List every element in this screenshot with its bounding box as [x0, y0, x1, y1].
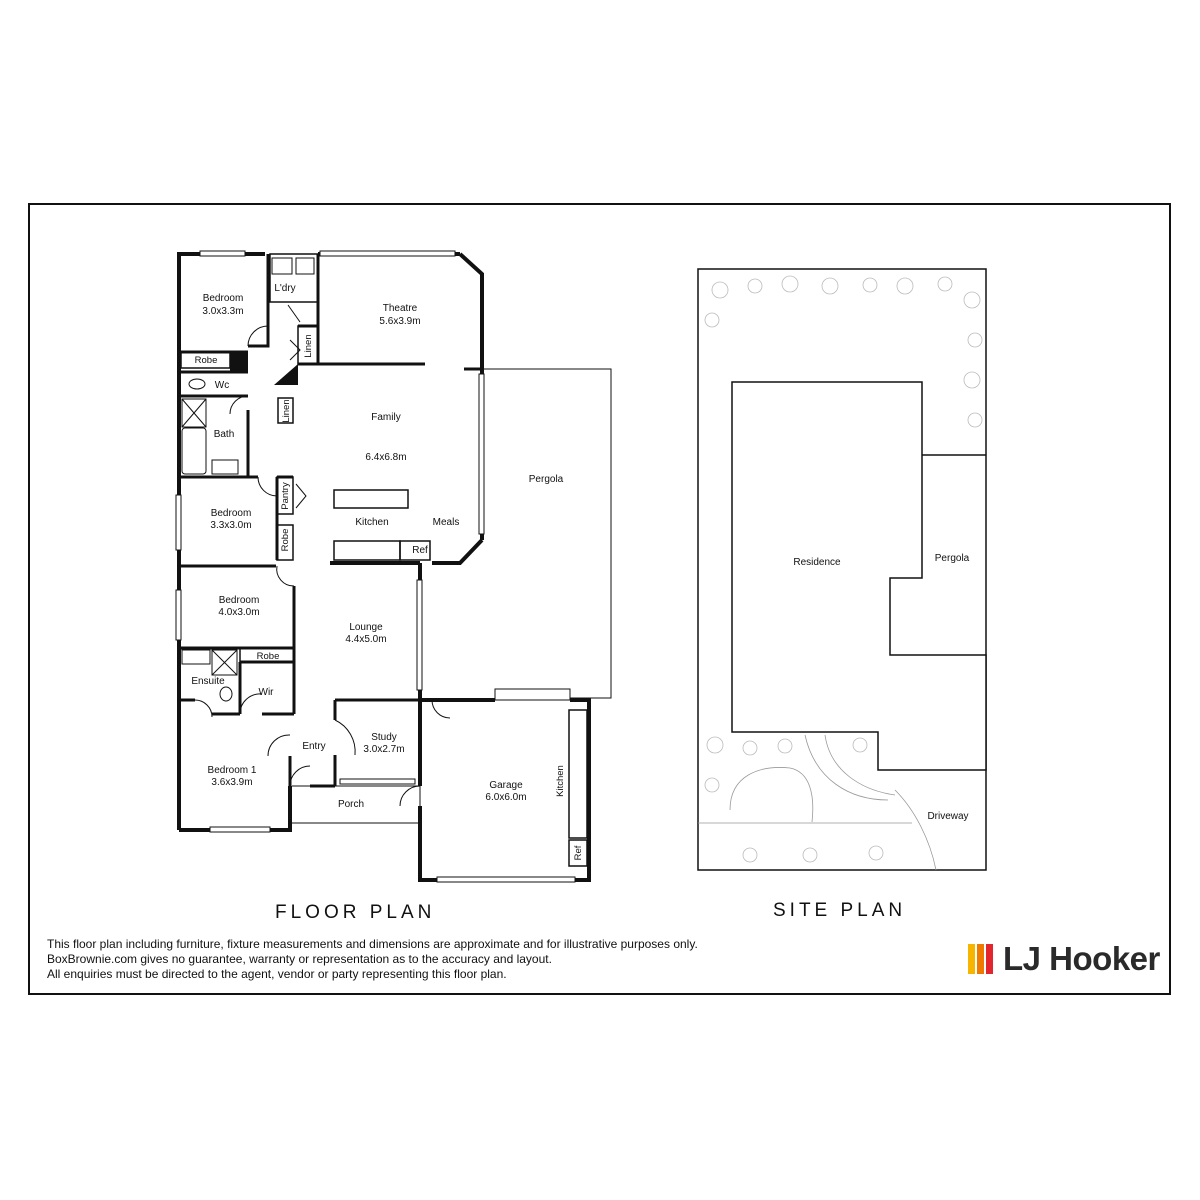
disclaimer-line: BoxBrownie.com gives no guarantee, warra…: [47, 952, 552, 966]
plan-frame: [28, 203, 1171, 995]
floor-plan-heading: FLOOR PLAN: [275, 902, 436, 923]
room-size: 3.0x3.3m: [202, 306, 243, 317]
room-label: Bath: [214, 429, 235, 440]
room-size: 6.4x6.8m: [365, 452, 406, 463]
room-size: 4.4x5.0m: [345, 634, 386, 645]
room-size: 5.6x3.9m: [379, 316, 420, 327]
porch-outline: [292, 785, 421, 824]
lj-hooker-logo: LJ Hooker: [968, 940, 1160, 977]
room-label: Robe: [195, 355, 218, 366]
disclaimer-line: All enquiries must be directed to the ag…: [47, 967, 507, 981]
room-label: Lounge: [349, 622, 383, 633]
room-label: Entry: [302, 741, 325, 752]
lot-boundary: [697, 268, 987, 871]
room-size: 4.0x3.0m: [218, 607, 259, 618]
floor-plan-drawing: [175, 250, 612, 883]
room-label: Porch: [338, 799, 364, 810]
windows: [175, 250, 576, 883]
room-label: Garage: [489, 780, 523, 791]
site-plan-drawing: [697, 268, 987, 871]
residence-outline: [731, 381, 987, 771]
logo-bar-orange: [977, 944, 984, 974]
room-label: Ref: [573, 845, 584, 860]
room-label: Bedroom: [211, 508, 252, 519]
room-label: Pergola: [529, 474, 564, 485]
pergola-outline: [480, 368, 612, 699]
site-plan-labels: Residence Pergola Driveway: [793, 553, 969, 822]
room-label: Wir: [259, 687, 275, 698]
garden-shrubs: [704, 275, 983, 863]
room-label: Kitchen: [555, 765, 566, 797]
room-label: Meals: [433, 517, 460, 528]
room-label: Bedroom 1: [208, 765, 257, 776]
room-label: Robe: [280, 529, 291, 552]
room-label: Theatre: [383, 303, 418, 314]
room-label: Linen: [303, 334, 314, 357]
room-label: Bedroom: [219, 595, 260, 606]
logo-bars-icon: [968, 944, 993, 974]
room-label: Pantry: [280, 482, 291, 510]
room-size: 3.6x3.9m: [211, 777, 252, 788]
room-label: Wc: [215, 380, 229, 391]
site-plan-heading: SITE PLAN: [773, 900, 907, 921]
disclaimer-line: This floor plan including furniture, fix…: [47, 937, 698, 951]
room-label: Bedroom: [203, 293, 244, 304]
room-size: 3.3x3.0m: [210, 520, 251, 531]
site-label-driveway: Driveway: [927, 811, 968, 822]
site-label-residence: Residence: [793, 557, 841, 568]
logo-bar-red: [986, 944, 993, 974]
disclaimer: This floor plan including furniture, fix…: [47, 937, 707, 982]
room-label: Family: [371, 412, 400, 423]
room-label: L'dry: [274, 283, 295, 294]
room-label: Ref: [412, 545, 428, 556]
room-label: Robe: [257, 651, 280, 662]
room-label: Kitchen: [355, 517, 388, 528]
site-label-pergola: Pergola: [935, 553, 970, 564]
brand-name: LJ Hooker: [1003, 940, 1160, 977]
logo-bar-yellow: [968, 944, 975, 974]
room-label: Ensuite: [191, 676, 225, 687]
room-size: 6.0x6.0m: [485, 792, 526, 803]
room-size: 3.0x2.7m: [363, 744, 404, 755]
room-label: Study: [371, 732, 397, 743]
floor-plan-labels: Bedroom 3.0x3.3m L'dry Theatre 5.6x3.9m …: [191, 283, 584, 860]
room-label: Linen: [281, 399, 292, 422]
